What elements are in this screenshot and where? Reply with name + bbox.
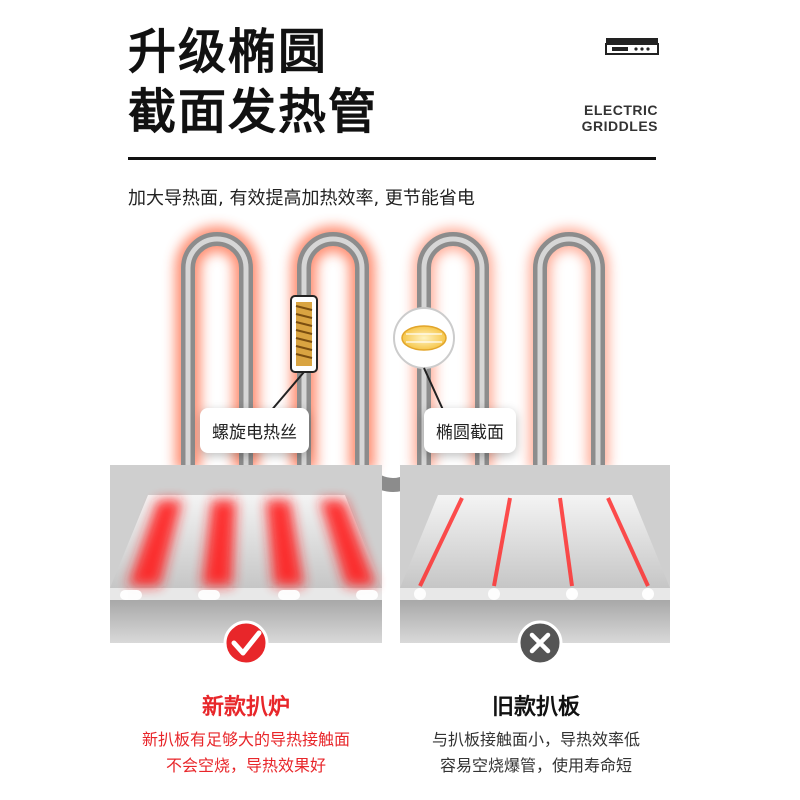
callout-oval-section: 椭圆截面 (424, 408, 516, 453)
griddle-icon (605, 38, 659, 55)
page-title-line-1: 升级椭圆 (128, 24, 329, 80)
close-icon (517, 620, 563, 666)
new-product-desc-1: 新扒板有足够大的导热接触面 (141, 730, 350, 749)
brand-line-2: GRIDDLES (581, 118, 658, 134)
heating-tube-new (175, 226, 375, 506)
heating-tube-old (357, 228, 609, 506)
spiral-coil-detail (269, 295, 318, 413)
new-product-desc-2: 不会空烧，导热效果好 (165, 756, 326, 775)
brand-line-1: ELECTRIC (584, 102, 658, 118)
callout-spiral-wire: 螺旋电热丝 (200, 408, 309, 453)
new-plate-panel (110, 465, 382, 643)
oval-section-detail (393, 307, 455, 413)
old-product-title: 旧款扒板 (491, 695, 580, 720)
subtitle: 加大导热面, 有效提高加热效率, 更节能省电 (128, 188, 475, 209)
new-product-title: 新款扒炉 (201, 695, 290, 720)
old-product-desc-1: 与扒板接触面小，导热效率低 (431, 730, 640, 749)
page-title-line-2: 截面发热管 (128, 84, 379, 140)
old-plate-panel (400, 465, 670, 643)
old-product-desc-2: 容易空烧爆管，使用寿命短 (439, 756, 632, 775)
check-icon (223, 620, 269, 666)
header-divider (128, 157, 656, 160)
